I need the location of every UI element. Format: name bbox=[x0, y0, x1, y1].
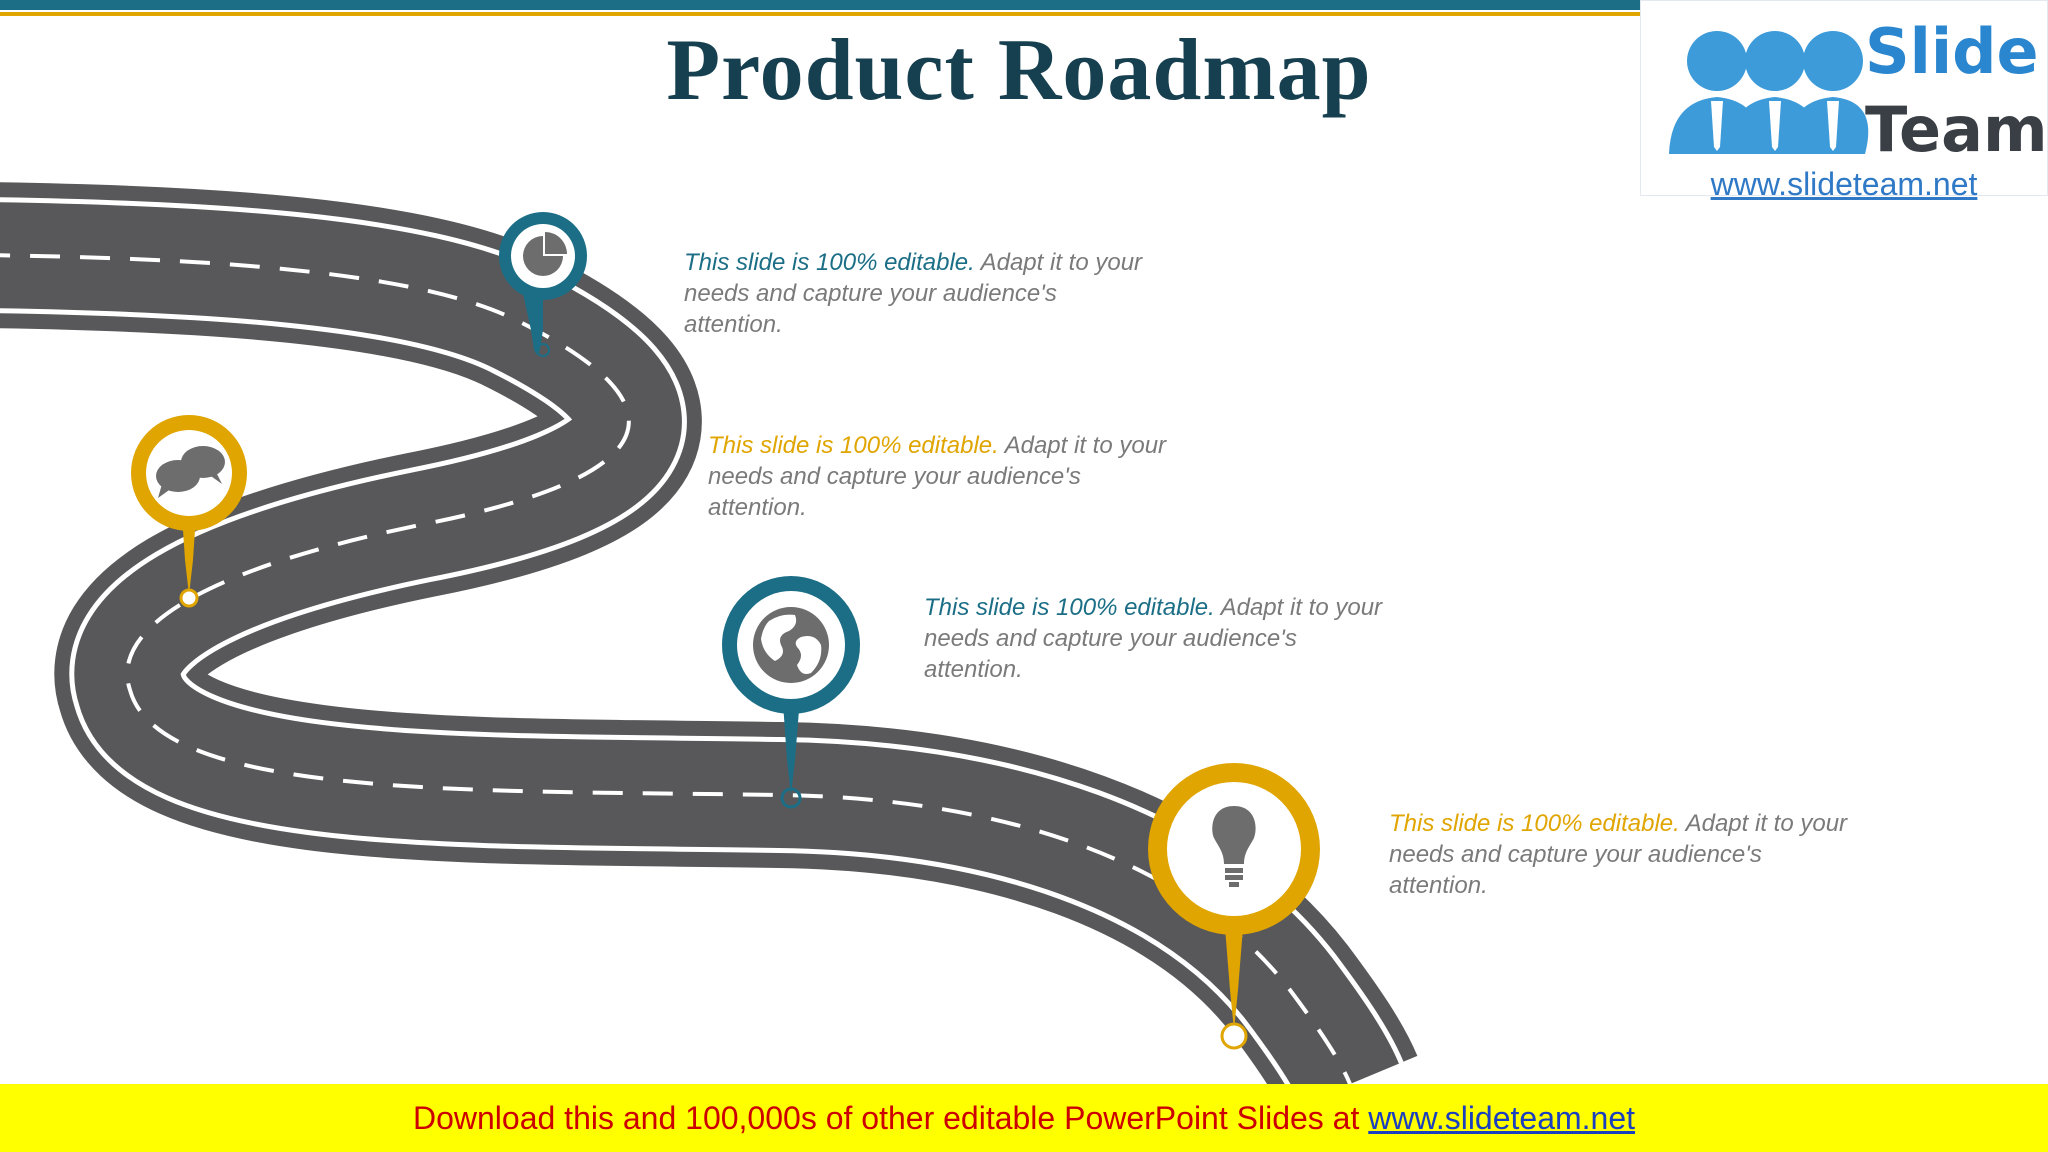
logo-word-slide: Slide bbox=[1865, 15, 2039, 88]
milestone-description-4: This slide is 100% editable. Adapt it to… bbox=[1389, 810, 1848, 899]
milestone-marker-3[interactable] bbox=[722, 576, 860, 809]
logo-url-link[interactable]: www.slideteam.net bbox=[1710, 166, 1978, 202]
lightbulb-icon bbox=[1212, 806, 1256, 887]
slide-title: Product Roadmap bbox=[666, 22, 1372, 119]
download-banner-link[interactable]: www.slideteam.net bbox=[1368, 1100, 1636, 1136]
pie-chart-icon bbox=[523, 232, 567, 276]
milestone-description-2: This slide is 100% editable. Adapt it to… bbox=[708, 432, 1167, 521]
download-banner-text: Download this and 100,000s of other edit… bbox=[412, 1100, 1369, 1136]
top-accent-bar bbox=[0, 0, 1640, 10]
milestone-description-1: This slide is 100% editable. Adapt it to… bbox=[684, 249, 1143, 338]
logo-word-team: Team bbox=[1865, 93, 2048, 166]
download-banner: Download this and 100,000s of other edit… bbox=[0, 1084, 2048, 1152]
people-icon bbox=[1669, 31, 1869, 154]
road-illustration bbox=[0, 0, 2048, 1084]
milestone-marker-2[interactable] bbox=[131, 415, 247, 608]
top-accent-stripe bbox=[0, 12, 1640, 16]
milestone-marker-4[interactable] bbox=[1148, 763, 1320, 1050]
slideteam-logo[interactable]: Slide Team www.slideteam.net bbox=[1640, 0, 2048, 202]
milestone-description-3: This slide is 100% editable. Adapt it to… bbox=[924, 594, 1383, 683]
milestone-marker-1[interactable] bbox=[499, 212, 587, 357]
globe-icon bbox=[753, 607, 829, 683]
speech-bubbles-icon bbox=[156, 446, 225, 498]
